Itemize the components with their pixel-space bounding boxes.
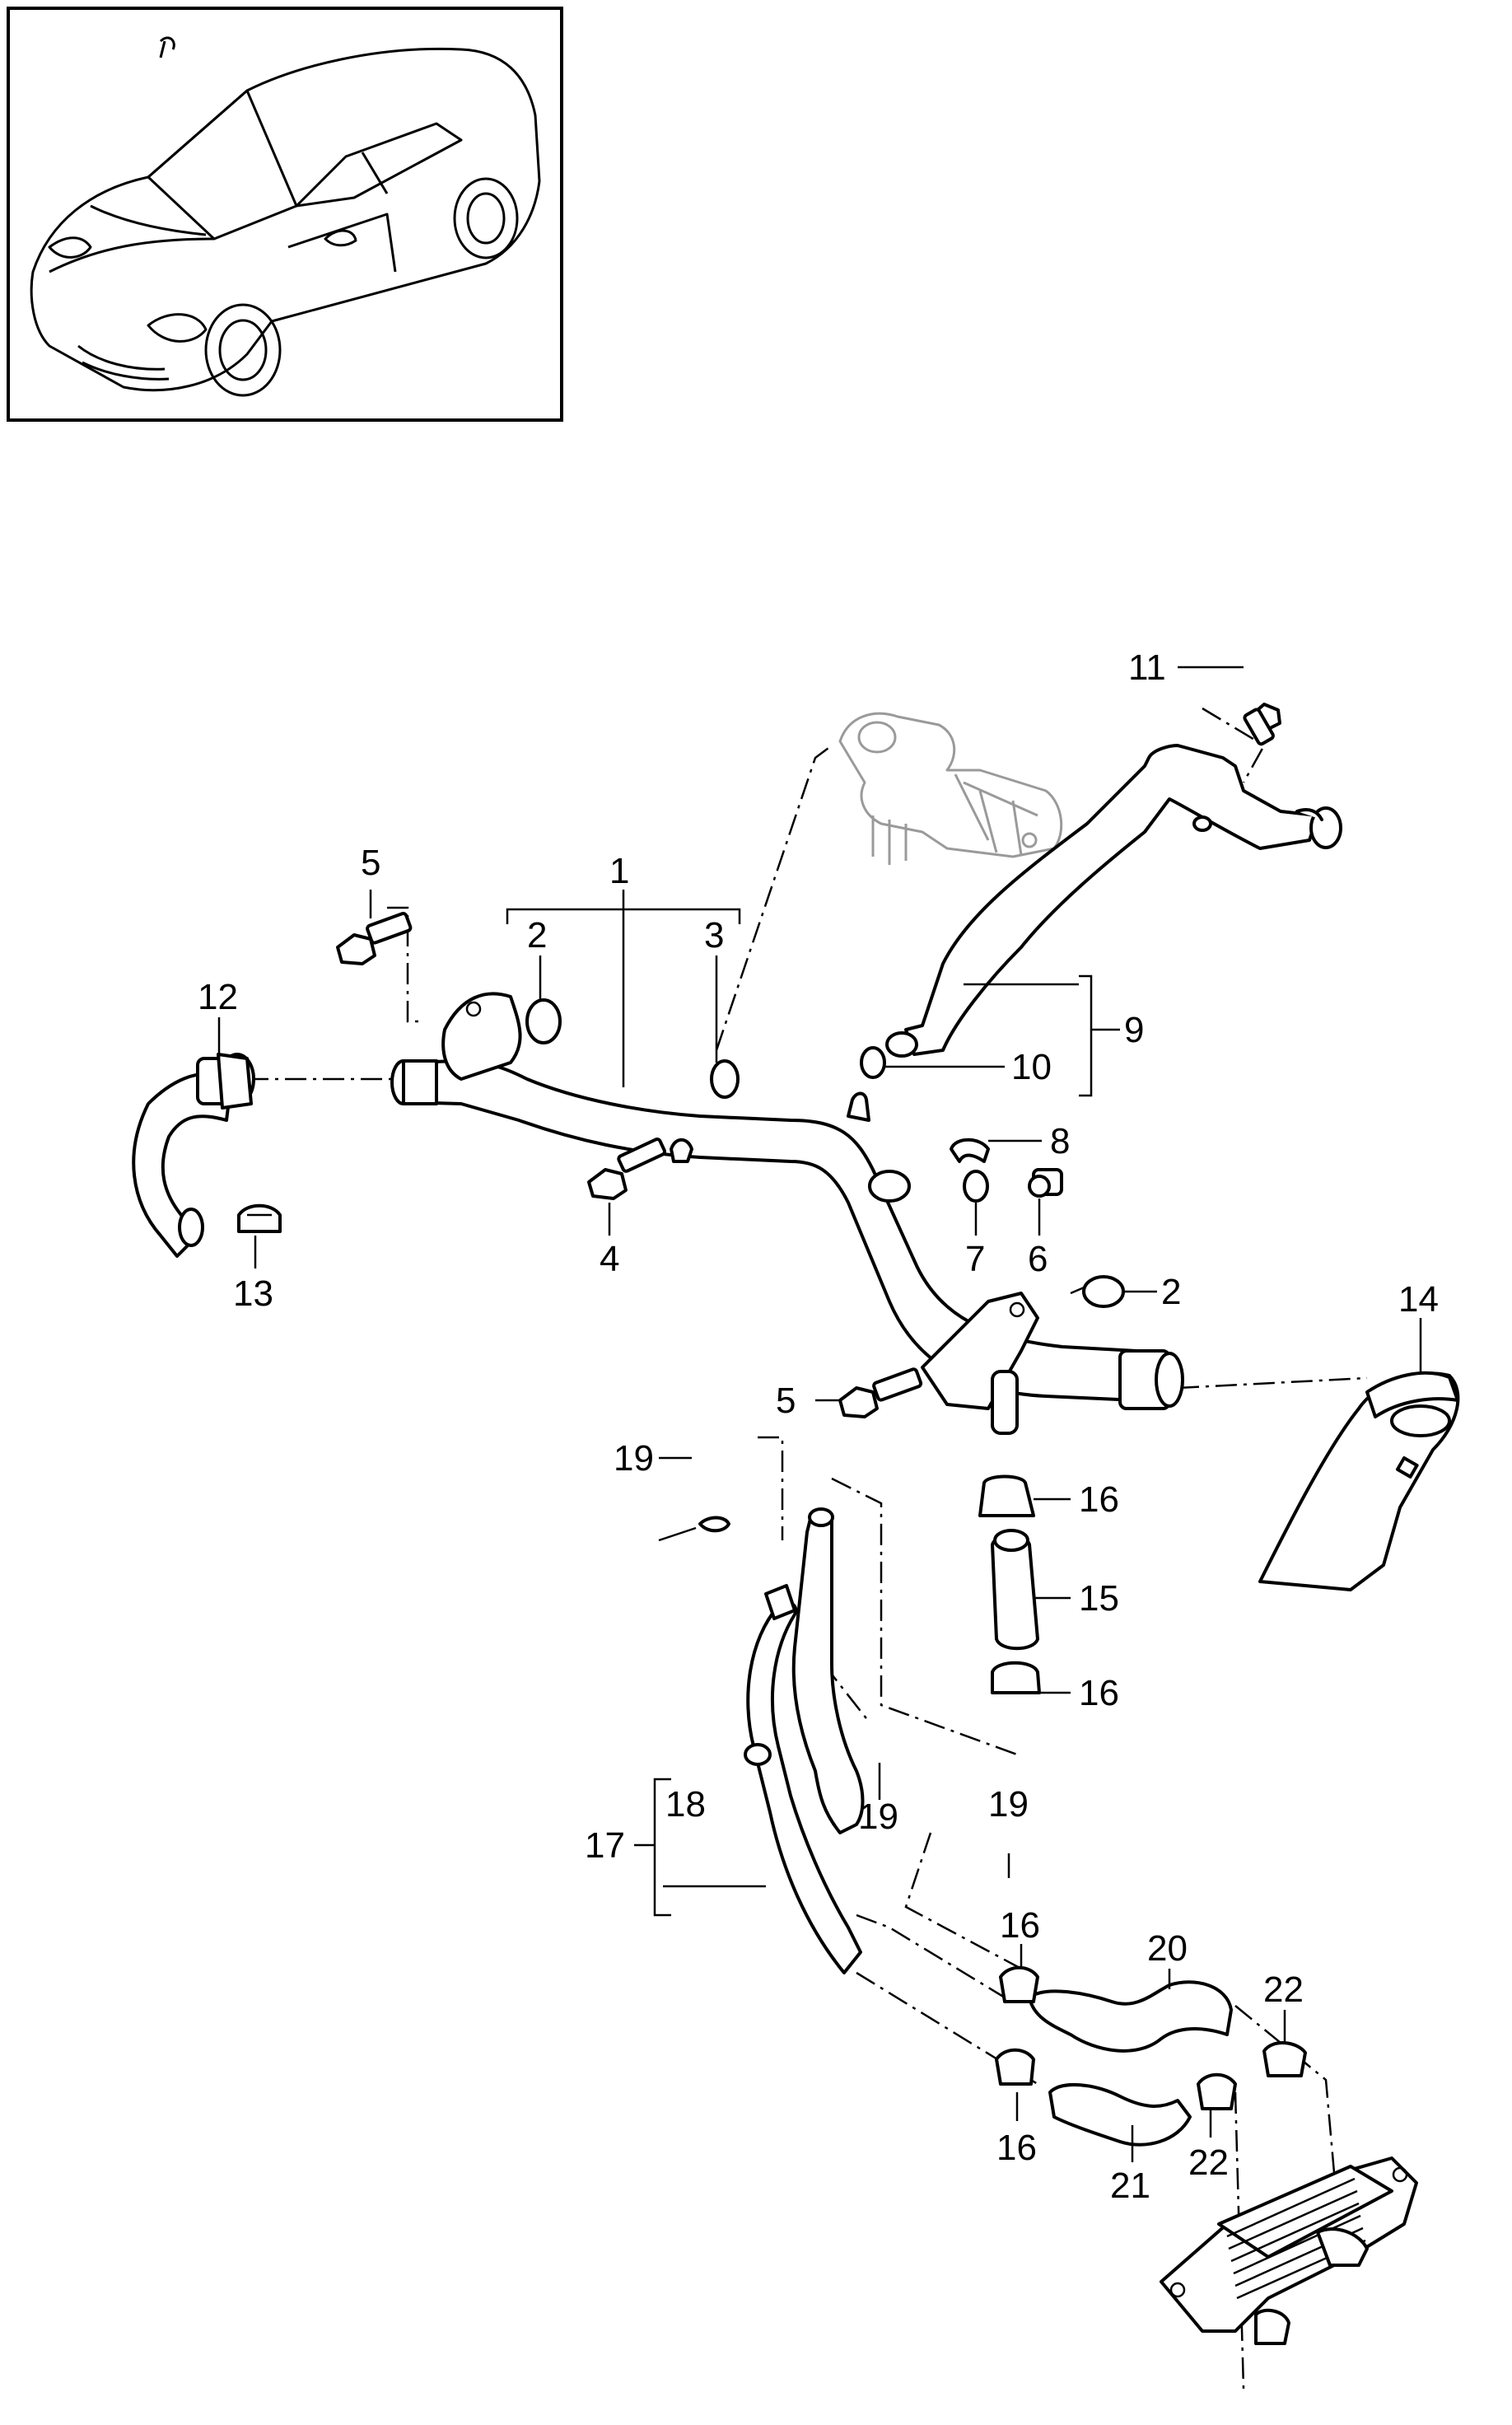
callout-16-b: 16 bbox=[1079, 1673, 1119, 1713]
callout-4: 4 bbox=[600, 1239, 619, 1279]
callout-1: 1 bbox=[609, 851, 629, 891]
callout-2-lower: 2 bbox=[1161, 1272, 1181, 1312]
callout-13: 13 bbox=[233, 1273, 273, 1314]
callout-18: 18 bbox=[665, 1784, 706, 1825]
lower-pipe-assembly bbox=[698, 1507, 865, 1974]
callout-leaders bbox=[217, 666, 1422, 2162]
callout-17: 17 bbox=[585, 1825, 625, 1866]
short-hose-assembly bbox=[978, 1474, 1041, 1694]
callout-2-upper: 2 bbox=[527, 915, 547, 956]
callout-7: 7 bbox=[965, 1239, 985, 1279]
upper-coolant-pipe bbox=[885, 744, 1342, 1058]
callout-labels: 1 2 2 3 4 5 5 6 7 8 9 10 11 12 13 14 15 … bbox=[198, 647, 1439, 2206]
vehicle-thumbnail bbox=[7, 7, 563, 422]
callout-19-a: 19 bbox=[614, 1438, 654, 1479]
left-hose-assembly bbox=[132, 1053, 282, 1258]
callout-16-d: 16 bbox=[996, 2128, 1037, 2168]
cooler-hoses bbox=[995, 1965, 1307, 2147]
callout-22-a: 22 bbox=[1263, 1969, 1304, 2010]
callout-16-a: 16 bbox=[1079, 1479, 1119, 1520]
callout-19-b: 19 bbox=[858, 1797, 898, 1837]
large-hose bbox=[1258, 1371, 1460, 1591]
callout-14: 14 bbox=[1398, 1279, 1439, 1320]
callout-6: 6 bbox=[1028, 1239, 1048, 1279]
main-coolant-pipe bbox=[390, 992, 1184, 1435]
callout-16-c: 16 bbox=[1000, 1905, 1040, 1946]
vehicle-thumbnail-icon bbox=[30, 36, 541, 397]
small-parts bbox=[336, 703, 1281, 1418]
callout-21: 21 bbox=[1110, 2166, 1150, 2206]
callout-5-lower: 5 bbox=[776, 1381, 796, 1421]
oil-cooler bbox=[1160, 2156, 1418, 2345]
callout-5-upper: 5 bbox=[361, 843, 380, 883]
callout-22-b: 22 bbox=[1188, 2142, 1229, 2183]
callout-10: 10 bbox=[1011, 1047, 1052, 1087]
callout-19-c: 19 bbox=[988, 1784, 1029, 1825]
thermostat-housing-ghost bbox=[838, 712, 1063, 865]
callout-15: 15 bbox=[1079, 1578, 1119, 1619]
callout-11: 11 bbox=[1128, 647, 1166, 688]
callout-12: 12 bbox=[198, 977, 238, 1017]
callout-9: 9 bbox=[1124, 1010, 1144, 1050]
callout-20: 20 bbox=[1147, 1928, 1188, 1969]
callout-3: 3 bbox=[704, 915, 724, 956]
callout-8: 8 bbox=[1050, 1121, 1070, 1161]
